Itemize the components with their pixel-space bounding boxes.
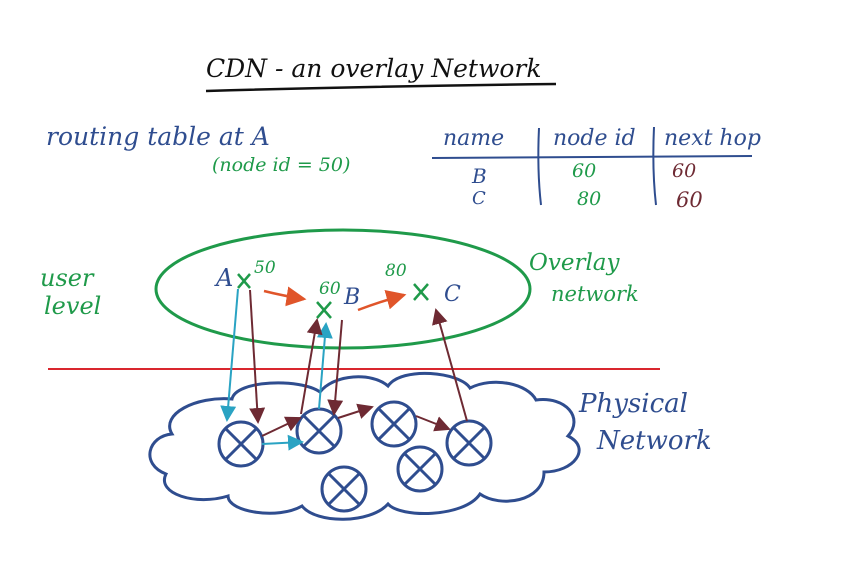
router-node-1	[217, 420, 265, 468]
node-b-marker	[316, 301, 332, 319]
table-column-rule-2	[652, 126, 657, 206]
node-a-marker	[237, 273, 251, 289]
row-c-next-hop: 60	[676, 188, 703, 212]
routing-table-heading: routing table at A	[46, 122, 270, 151]
cyan-path-up	[316, 322, 333, 410]
title-underline	[205, 82, 557, 93]
overlay-hop-b-to-c	[357, 289, 407, 312]
node-id-note: (node id = 50)	[212, 154, 351, 176]
row-c-name: C	[472, 188, 486, 209]
physical-label-1: Physical	[579, 389, 688, 419]
maroon-path-r1-r2	[261, 416, 302, 437]
user-level-label-1: user	[40, 264, 94, 292]
node-c-marker	[413, 283, 429, 301]
table-column-rule-1	[537, 127, 542, 206]
node-b-id: 60	[319, 279, 341, 299]
router-node-4	[445, 419, 493, 467]
col-header-name: name	[443, 126, 505, 151]
page-title: CDN - an overlay Network	[206, 54, 542, 83]
overlay-label-1: Overlay	[529, 250, 620, 276]
user-level-label-2: level	[44, 292, 102, 320]
node-c-id: 80	[385, 261, 407, 281]
maroon-path-r4-up	[432, 308, 468, 422]
maroon-path-r3-r4	[415, 415, 451, 432]
node-a-id: 50	[254, 258, 276, 278]
maroon-path-r2-r3	[337, 403, 374, 419]
router-node-5	[320, 465, 368, 513]
row-b-next-hop: 60	[672, 160, 697, 182]
router-node-2	[295, 407, 343, 455]
node-a-label: A	[216, 264, 234, 292]
table-header-rule	[431, 155, 753, 159]
overlay-hop-a-to-b	[263, 286, 307, 307]
row-b-node-id: 60	[572, 160, 597, 182]
cyan-path-down	[220, 288, 239, 422]
physical-network-cloud	[148, 371, 581, 521]
cyan-path-across	[261, 434, 304, 451]
overlay-label-2: network	[551, 282, 639, 306]
overlay-ellipse	[154, 228, 532, 350]
row-c-node-id: 80	[577, 188, 602, 210]
node-c-label: C	[444, 282, 461, 307]
maroon-path-a-down	[249, 289, 266, 424]
col-header-next-hop: next hop	[664, 126, 761, 151]
col-header-node-id: node id	[553, 126, 636, 151]
router-node-3	[370, 400, 418, 448]
router-node-6	[396, 445, 444, 493]
maroon-path-b-down	[327, 319, 344, 416]
row-b-name: B	[472, 164, 487, 188]
physical-label-2: Network	[597, 426, 712, 456]
maroon-path-r2-up	[300, 318, 323, 415]
node-b-label: B	[344, 285, 361, 310]
